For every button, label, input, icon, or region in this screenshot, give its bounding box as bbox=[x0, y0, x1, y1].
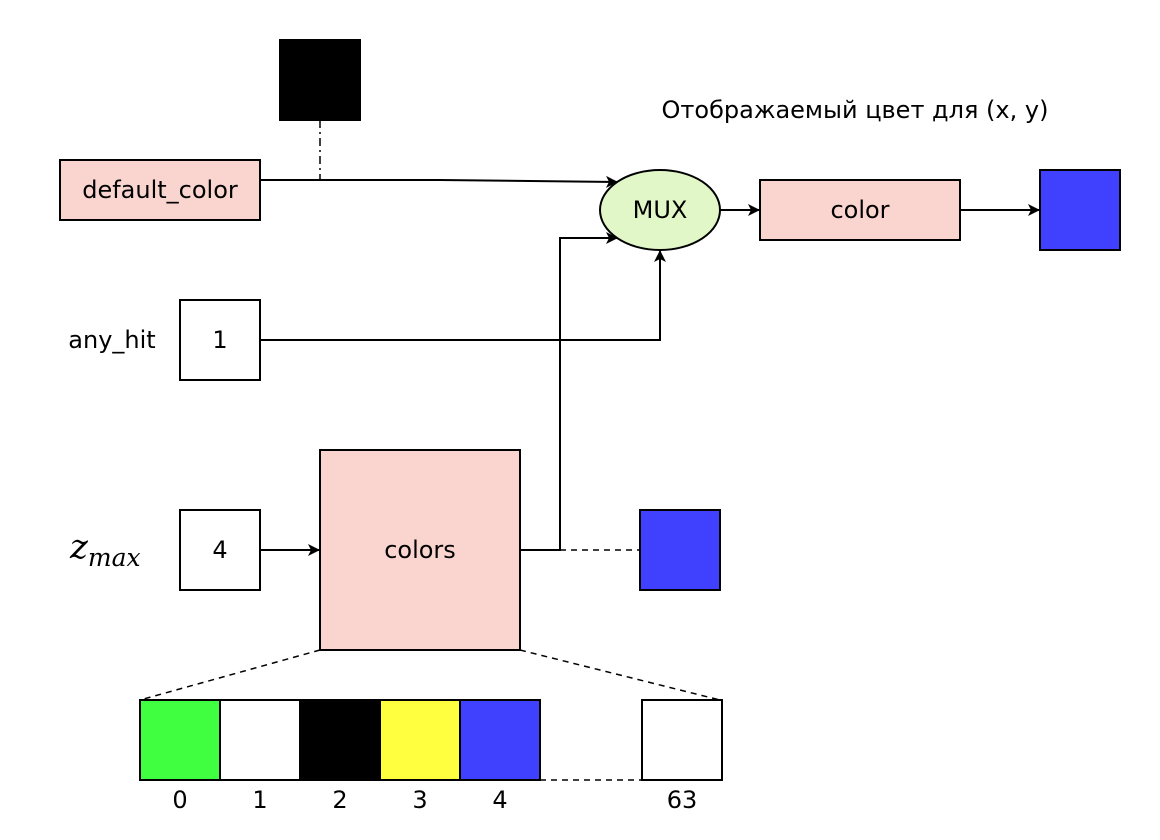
palette-cell-2 bbox=[299, 699, 381, 781]
palette-index-4: 4 bbox=[492, 786, 507, 814]
colors-to-mux-arrow bbox=[520, 232, 618, 551]
z-max-subscript: max bbox=[88, 543, 141, 572]
palette-index-2: 2 bbox=[332, 786, 347, 814]
any-hit-to-mux-arrow bbox=[260, 250, 666, 341]
mux-label: MUX bbox=[633, 196, 688, 224]
palette-cell-3 bbox=[379, 699, 461, 781]
default-color-register bbox=[59, 159, 261, 221]
any-hit-register bbox=[179, 299, 261, 381]
palette-index-1: 1 bbox=[252, 786, 267, 814]
palette-strip bbox=[139, 699, 723, 781]
palette-cell-63 bbox=[641, 699, 723, 781]
palette-cell-4 bbox=[459, 699, 541, 781]
color-label: color bbox=[830, 196, 889, 224]
z-max-letter: z bbox=[69, 527, 89, 567]
palette-cell-0 bbox=[139, 699, 221, 781]
default-color-to-mux-arrow bbox=[260, 175, 618, 188]
any-hit-value: 1 bbox=[212, 326, 227, 354]
palette-cell-1 bbox=[219, 699, 301, 781]
diagram-title: Отображаемый цвет для (x, y) bbox=[662, 96, 1049, 124]
palette-index-0: 0 bbox=[172, 786, 187, 814]
z-max-value: 4 bbox=[212, 536, 227, 564]
colors-label: colors bbox=[384, 536, 456, 564]
palette-expand-right-line bbox=[519, 649, 721, 701]
any-hit-label: any_hit bbox=[68, 326, 155, 354]
z-max-symbol: zmax bbox=[69, 527, 141, 572]
z-max-register bbox=[179, 509, 261, 591]
palette-index-3: 3 bbox=[412, 786, 427, 814]
palette-expand-left-line bbox=[139, 649, 321, 701]
selected-color-swatch bbox=[639, 509, 721, 591]
default-color-swatch bbox=[279, 39, 361, 121]
default-color-label: default_color bbox=[82, 176, 238, 204]
colors-memory bbox=[319, 449, 521, 651]
palette-index-63: 63 bbox=[667, 786, 698, 814]
output-color-swatch bbox=[1039, 169, 1121, 251]
